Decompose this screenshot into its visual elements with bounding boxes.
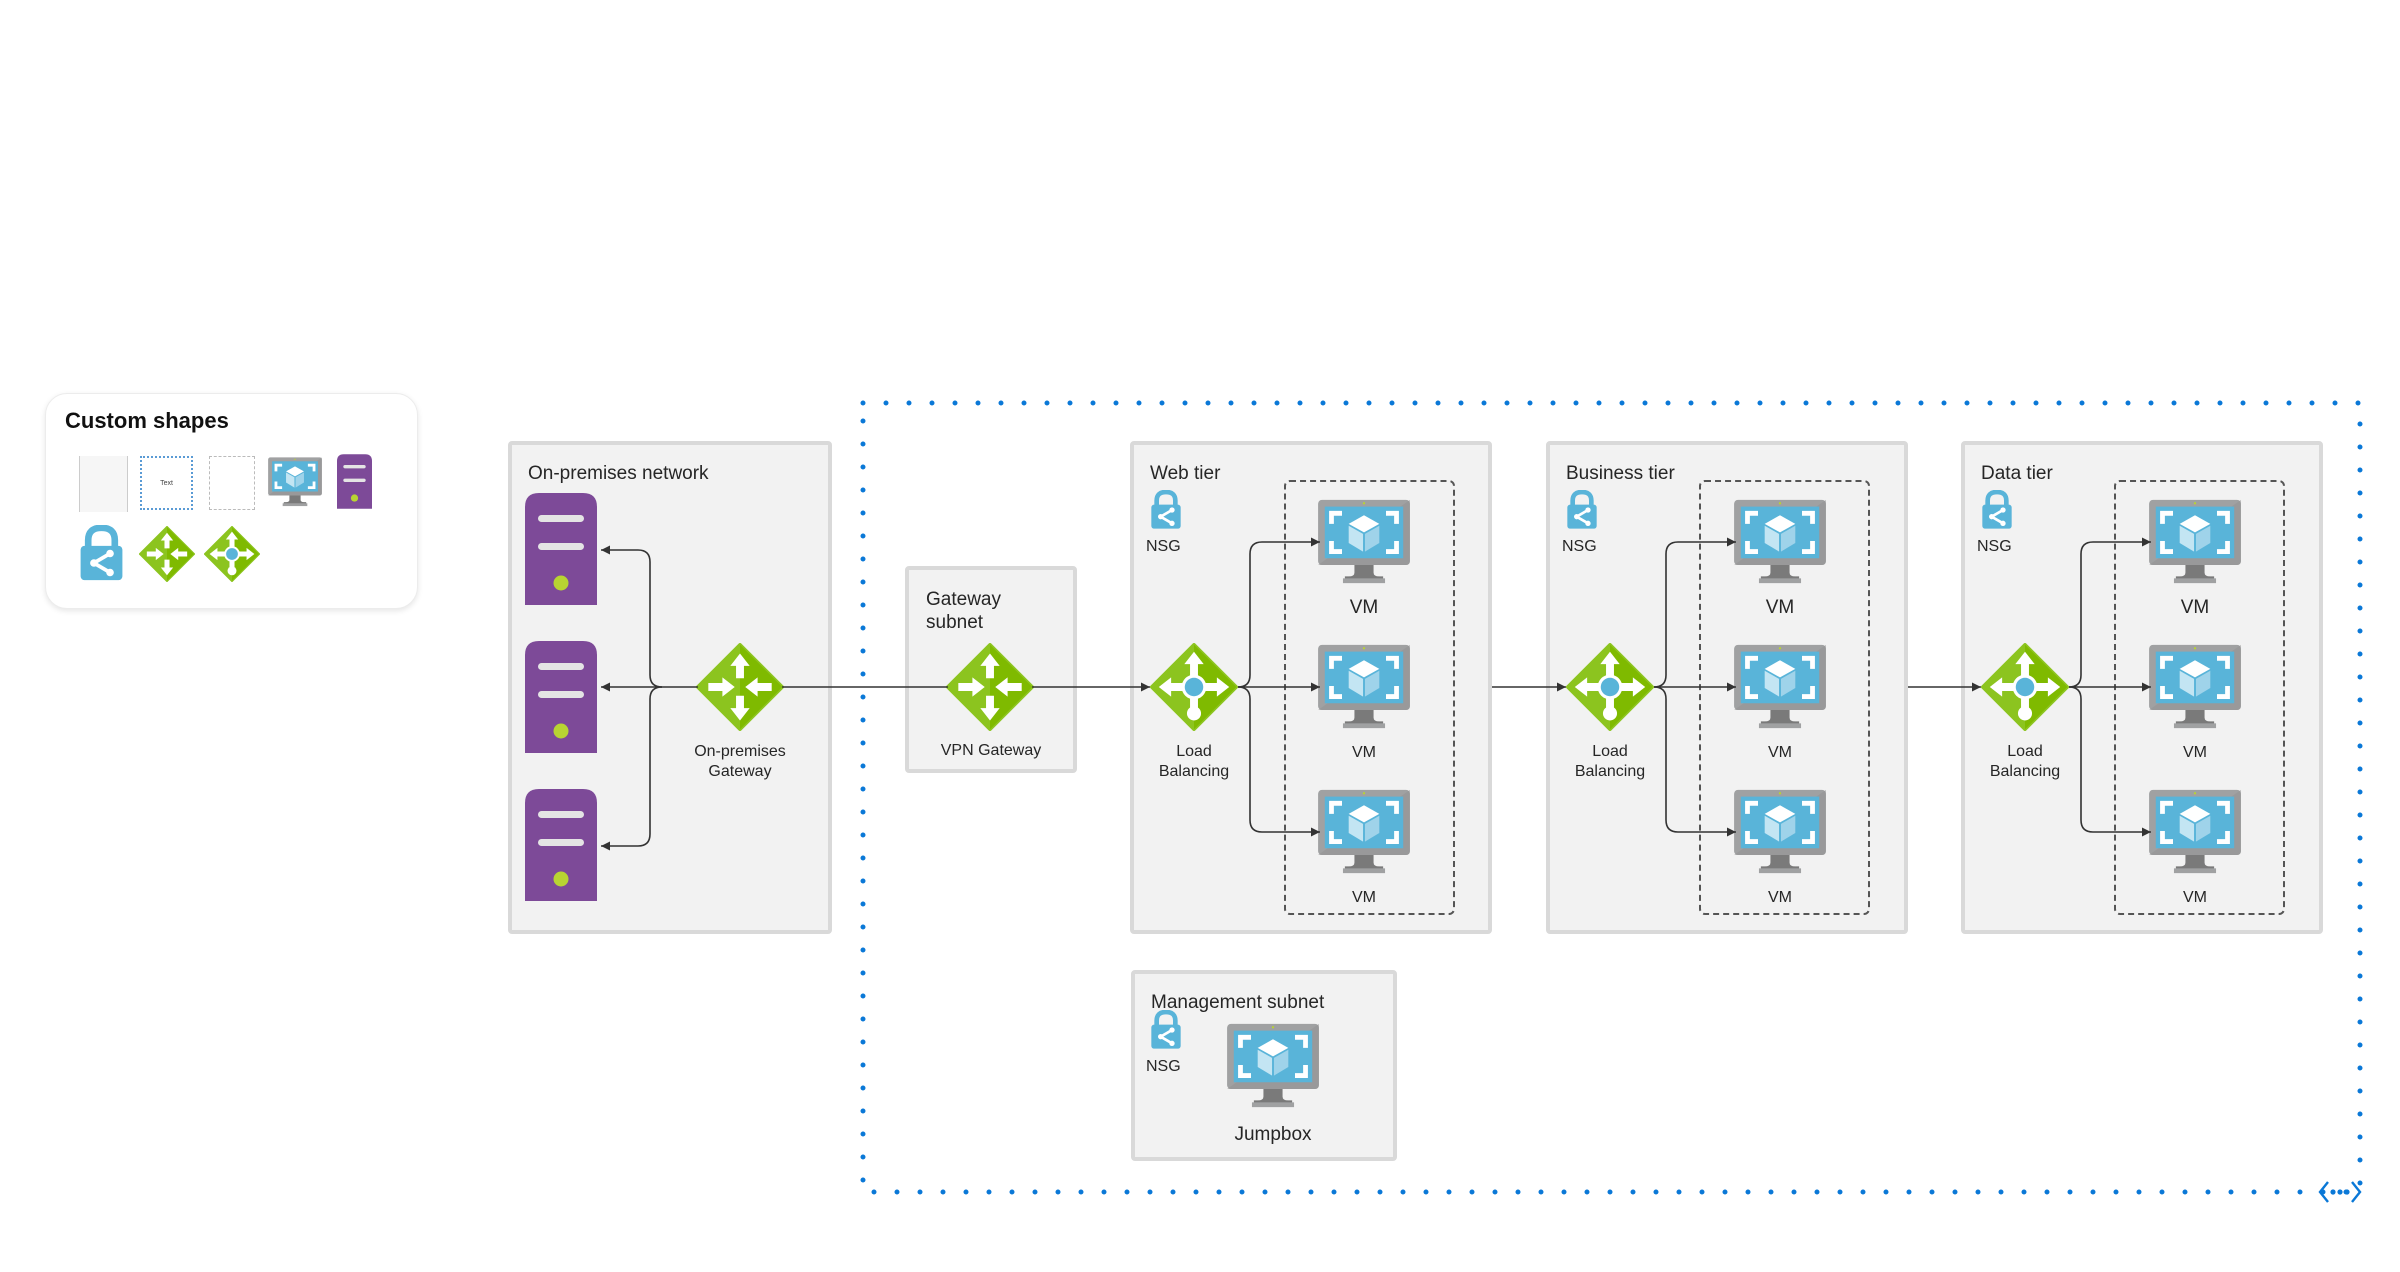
text-dotted-shape[interactable]: Text [140, 456, 193, 510]
custom-shapes-title: Custom shapes [65, 408, 229, 433]
data-lb-label: Load Balancing [1989, 743, 2061, 780]
vm-icon[interactable] [2147, 788, 2243, 876]
server-icon[interactable] [525, 789, 597, 901]
vpn-gateway-label: VPN Gateway [940, 742, 1042, 759]
vm-label: VM [1349, 597, 1379, 618]
onprem-gateway-label: On-premises Gateway [694, 743, 786, 780]
vm-icon[interactable] [1732, 498, 1828, 586]
nsg-label: NSG [1146, 1058, 1181, 1075]
text-shape-label: Text [160, 479, 173, 487]
business-load-balancer-icon[interactable] [1566, 643, 1654, 731]
vm-icon[interactable] [1316, 498, 1412, 586]
vm-icon[interactable] [267, 456, 323, 508]
nsg-label: NSG [1977, 538, 2012, 555]
vm-label: VM [2183, 744, 2207, 761]
web-lb-label: Load Balancing [1158, 743, 1230, 780]
nsg-icon[interactable] [1150, 490, 1182, 530]
nsg-icon[interactable] [1150, 1010, 1182, 1050]
vm-icon[interactable] [1732, 788, 1828, 876]
vm-icon[interactable] [1732, 643, 1828, 731]
gateway-icon[interactable] [139, 526, 195, 582]
nsg-label: NSG [1146, 538, 1181, 555]
jumpbox-vm-icon[interactable] [1225, 1022, 1321, 1110]
nsg-icon[interactable] [77, 525, 126, 582]
vm-icon[interactable] [1316, 643, 1412, 731]
nsg-icon[interactable] [1981, 490, 2013, 530]
vm-label: VM [1352, 889, 1376, 906]
vm-label: VM [1765, 597, 1795, 618]
vpn-gateway-icon[interactable] [946, 643, 1034, 731]
nsg-icon[interactable] [1566, 490, 1598, 530]
vm-label: VM [2183, 889, 2207, 906]
server-icon[interactable] [525, 493, 597, 605]
jumpbox-label: Jumpbox [1234, 1124, 1312, 1145]
management-subnet-title: Management subnet [1151, 992, 1325, 1013]
web-tier-title: Web tier [1150, 463, 1221, 484]
business-lb-label: Load Balancing [1574, 743, 1646, 780]
dashed-container-shape[interactable] [209, 456, 255, 510]
gateway-subnet-title: Gateway subnet [926, 589, 1001, 633]
load-balancer-icon[interactable] [204, 526, 260, 582]
vm-icon[interactable] [2147, 498, 2243, 586]
vm-label: VM [1768, 744, 1792, 761]
vm-icon[interactable] [2147, 643, 2243, 731]
custom-shapes-panel: Custom shapes Text [45, 393, 418, 609]
vm-label: VM [2180, 597, 2210, 618]
data-load-balancer-icon[interactable] [1981, 643, 2069, 731]
data-tier-title: Data tier [1981, 463, 2053, 484]
server-icon[interactable] [337, 454, 372, 509]
onprem-title: On-premises network [528, 463, 709, 484]
vm-icon[interactable] [1316, 788, 1412, 876]
business-tier-title: Business tier [1566, 463, 1675, 484]
web-load-balancer-icon[interactable] [1150, 643, 1238, 731]
container-shape[interactable] [79, 456, 128, 512]
server-icon[interactable] [525, 641, 597, 753]
onprem-gateway-icon[interactable] [696, 643, 784, 731]
nsg-label: NSG [1562, 538, 1597, 555]
vnet-icon [2318, 1180, 2362, 1204]
gateway-subnet-group: Gateway subnet [905, 566, 1077, 773]
vm-label: VM [1352, 744, 1376, 761]
vm-label: VM [1768, 889, 1792, 906]
